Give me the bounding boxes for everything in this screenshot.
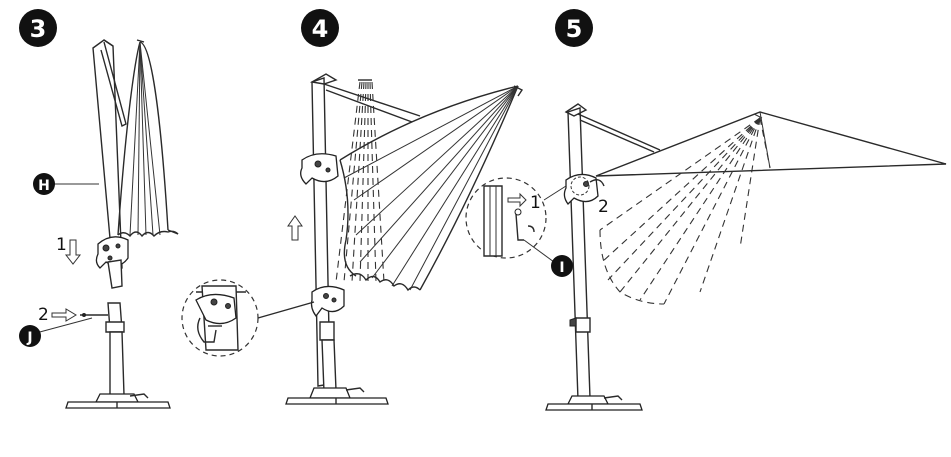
step-5-base	[545, 395, 643, 411]
step-5-pole	[567, 107, 591, 401]
callout-J: J	[19, 317, 93, 347]
callout-I: I	[551, 255, 573, 277]
step-3-illustration: 3 H	[19, 9, 179, 409]
step-4-canopy	[339, 85, 524, 292]
step-4-crank-housing-lower	[310, 285, 345, 318]
step-4-ghost-canopy	[335, 79, 385, 283]
callout-J-label: J	[26, 330, 32, 346]
callout-H-label: H	[38, 178, 50, 194]
step-3-badge: 3	[19, 9, 57, 47]
step-5-arrow-rotate-label: 2	[598, 197, 609, 217]
step-5-arrow-side-label: 1	[530, 193, 541, 213]
step-4-number: 4	[312, 15, 329, 43]
step-4-badge: 4	[301, 9, 339, 47]
step-3-arrow-side: 2	[38, 305, 108, 325]
step-3-folded-canopy	[100, 39, 179, 238]
step-4-base	[285, 387, 389, 405]
step-5-illustration: 5 1 2	[465, 9, 947, 411]
step-4-arrow-up	[287, 215, 303, 241]
callout-I-label: I	[559, 260, 564, 276]
step-4-crank-housing-upper	[300, 153, 339, 185]
step-4-illustration: 4	[181, 9, 524, 405]
step-3-base	[65, 393, 171, 409]
step-5-detail-zoom	[465, 177, 555, 263]
step-3-arrow-side-label: 2	[38, 305, 49, 325]
step-5-tilted-canopy	[599, 117, 771, 305]
step-3-arrow-down-label: 1	[56, 235, 67, 255]
step-5-canopy	[595, 111, 947, 177]
step-5-crank-housing	[563, 173, 599, 205]
step-3-number: 3	[30, 15, 47, 43]
callout-H: H	[33, 173, 99, 195]
step-5-badge: 5	[555, 9, 593, 47]
step-4-detail-zoom	[181, 279, 315, 357]
step-3-arrow-down: 1	[56, 235, 82, 265]
step-5-number: 5	[566, 15, 583, 43]
step-3-lower-pole	[109, 331, 125, 397]
